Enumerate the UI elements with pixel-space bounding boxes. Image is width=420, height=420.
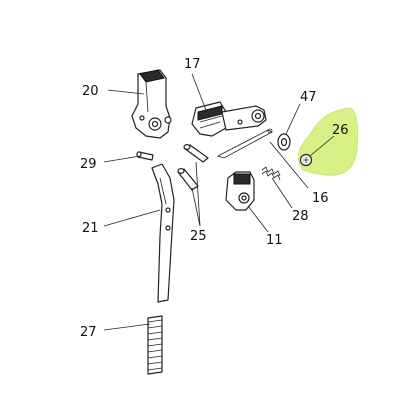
part-26-screw[interactable] [299,153,313,167]
label-25: 25 [190,229,207,244]
part-27-coil-spring[interactable] [147,315,163,375]
label-47: 47 [300,90,317,105]
part-17-trigger[interactable] [191,101,267,137]
part-29-pin[interactable] [136,151,154,161]
label-27: 27 [80,325,97,340]
label-28: 28 [292,209,309,224]
label-17: 17 [184,57,201,72]
highlight-region[interactable] [298,107,359,176]
part-25-pin-upper[interactable] [183,144,209,163]
part-28-small-spring[interactable] [261,166,281,181]
part-labels: 20 17 47 26 29 16 28 21 25 11 27 [80,57,349,340]
leader-lines [103,73,335,331]
part-21-long-bar[interactable] [151,163,175,303]
label-20: 20 [82,84,99,99]
label-16: 16 [312,191,329,206]
label-29: 29 [80,157,97,172]
label-11: 11 [266,233,283,248]
label-21: 21 [82,221,99,236]
part-16-spring-wire[interactable] [216,128,273,159]
part-25-pin-lower[interactable] [177,168,199,191]
part-47-washer[interactable] [277,133,291,151]
part-20-upper-lever[interactable] [131,69,172,139]
label-26: 26 [332,123,349,138]
part-11-hammer-block[interactable] [225,171,255,211]
